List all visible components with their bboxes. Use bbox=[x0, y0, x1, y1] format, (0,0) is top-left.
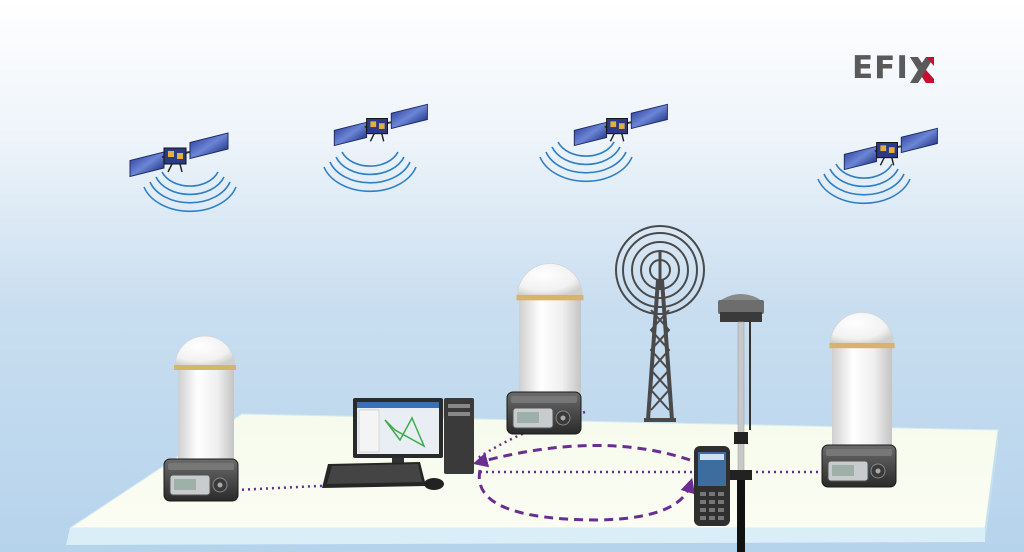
satellite-icon-2 bbox=[323, 103, 429, 193]
satellite-icon-1 bbox=[129, 132, 237, 213]
logo-text: EFI bbox=[852, 50, 909, 86]
rover-pole-icon bbox=[718, 294, 764, 552]
gnss-receiver-icon-3 bbox=[821, 444, 897, 488]
gnss-receiver-icon-1 bbox=[163, 458, 239, 502]
desktop-computer-icon bbox=[322, 398, 474, 490]
satellite-icon-3 bbox=[539, 103, 669, 183]
reference-station-icon-1 bbox=[173, 335, 237, 472]
satellite-icon-4 bbox=[817, 127, 939, 205]
reference-station-icon-2 bbox=[515, 263, 585, 408]
brand-logo: EFI bbox=[852, 50, 934, 86]
logo-x-mark-icon bbox=[909, 55, 934, 83]
reference-station-icon-3 bbox=[828, 311, 896, 460]
gnss-receiver-icon-2 bbox=[506, 391, 582, 435]
radio-tower-icon bbox=[615, 225, 705, 422]
handheld-controller-icon bbox=[694, 446, 730, 526]
